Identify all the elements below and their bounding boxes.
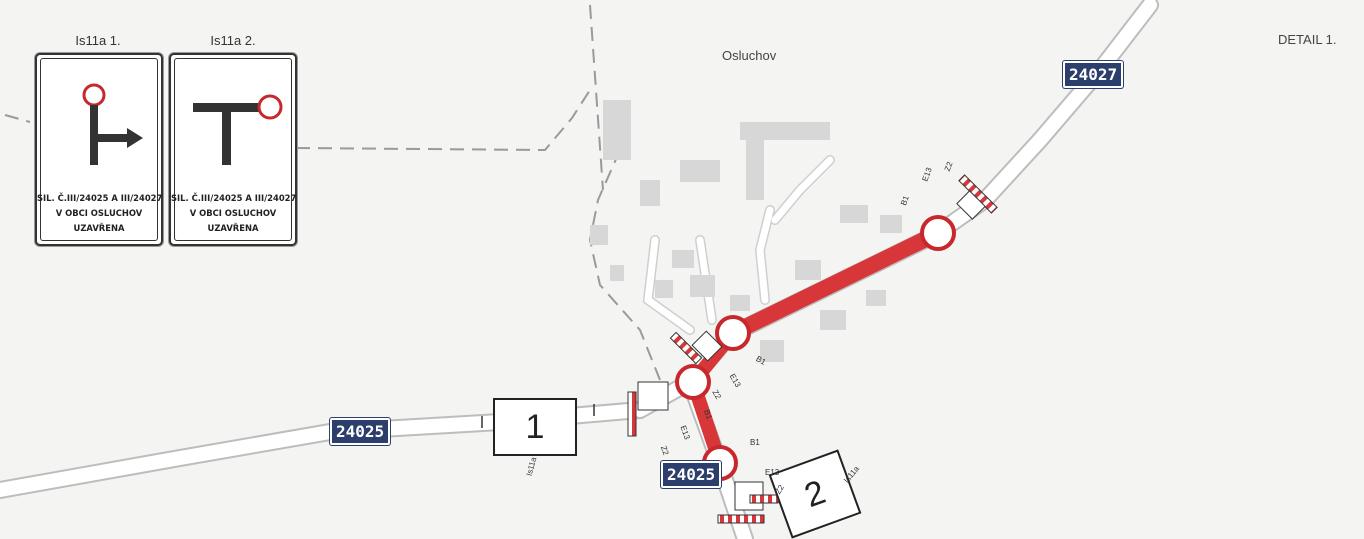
segment-box-1: 1 bbox=[493, 398, 577, 456]
building bbox=[672, 250, 694, 268]
turn-right-arrow-icon bbox=[82, 83, 143, 165]
sign-2-line: V OBCI OSLUCHOV bbox=[189, 208, 277, 218]
building bbox=[880, 215, 902, 233]
building bbox=[680, 160, 720, 182]
t-junction-icon bbox=[193, 94, 283, 165]
sign-2-title: Is11a 2. bbox=[210, 33, 256, 48]
building bbox=[840, 205, 868, 223]
building bbox=[866, 290, 886, 306]
boundary-line bbox=[4, 114, 31, 123]
building bbox=[730, 295, 750, 311]
sign-1-line: SIL. Č.III/24025 A III/24027 bbox=[37, 193, 163, 203]
barrier bbox=[749, 494, 779, 504]
road-barriers bbox=[627, 174, 998, 524]
closure-point-marker bbox=[675, 364, 711, 400]
building bbox=[760, 340, 784, 362]
closure-label-e13: E13 bbox=[765, 468, 780, 477]
closure-point-marker bbox=[920, 215, 956, 251]
road-number-24025: 24025 bbox=[330, 418, 391, 445]
building bbox=[795, 260, 821, 280]
segment-markers bbox=[481, 404, 595, 428]
boundary-line bbox=[295, 89, 591, 152]
sign-1-title: Is11a 1. bbox=[75, 33, 121, 48]
road-number-24025-south: 24025 bbox=[661, 461, 722, 488]
closure-sign-plate bbox=[956, 190, 986, 220]
closure-point-marker bbox=[715, 315, 751, 351]
sign-inner-border bbox=[174, 58, 292, 241]
closure-label-b1: B1 bbox=[750, 438, 760, 447]
sign-1-text: SIL. Č.III/24025 A III/24027 V OBCI OSLU… bbox=[37, 191, 163, 236]
road-number-24027: 24027 bbox=[1063, 61, 1124, 88]
sign-1-line: UZAVŘENA bbox=[73, 223, 125, 233]
barrier bbox=[717, 514, 765, 524]
building bbox=[746, 140, 764, 200]
barrier bbox=[669, 331, 703, 365]
sign-2-text: SIL. Č.III/24025 A III/24027 V OBCI OSLU… bbox=[171, 191, 297, 236]
village-buildings bbox=[590, 100, 902, 362]
sign-inner-border bbox=[40, 58, 158, 241]
village-label: Osluchov bbox=[722, 48, 777, 63]
cadastral-boundaries bbox=[4, 4, 661, 381]
barrier bbox=[627, 391, 637, 437]
building bbox=[740, 122, 830, 140]
detail-label: DETAIL 1. bbox=[1278, 32, 1337, 47]
building bbox=[655, 280, 673, 298]
building bbox=[610, 265, 624, 281]
building bbox=[603, 100, 631, 160]
building bbox=[690, 275, 715, 297]
sign-2-line: UZAVŘENA bbox=[207, 223, 259, 233]
sign-is11a-2: SIL. Č.III/24025 A III/24027 V OBCI OSLU… bbox=[169, 53, 297, 246]
sign-is11a-1: SIL. Č.III/24025 A III/24027 V OBCI OSLU… bbox=[35, 53, 163, 246]
closure-sign-plate bbox=[691, 330, 723, 362]
building bbox=[640, 180, 660, 206]
boundary-line bbox=[589, 4, 604, 191]
building bbox=[820, 310, 846, 330]
sign-2-line: SIL. Č.III/24025 A III/24027 bbox=[171, 193, 297, 203]
sign-1-line: V OBCI OSLUCHOV bbox=[55, 208, 143, 218]
building bbox=[590, 225, 608, 245]
closure-sign-plate bbox=[637, 381, 669, 411]
boundary-line bbox=[588, 149, 661, 381]
closure-band-24027 bbox=[725, 225, 946, 341]
